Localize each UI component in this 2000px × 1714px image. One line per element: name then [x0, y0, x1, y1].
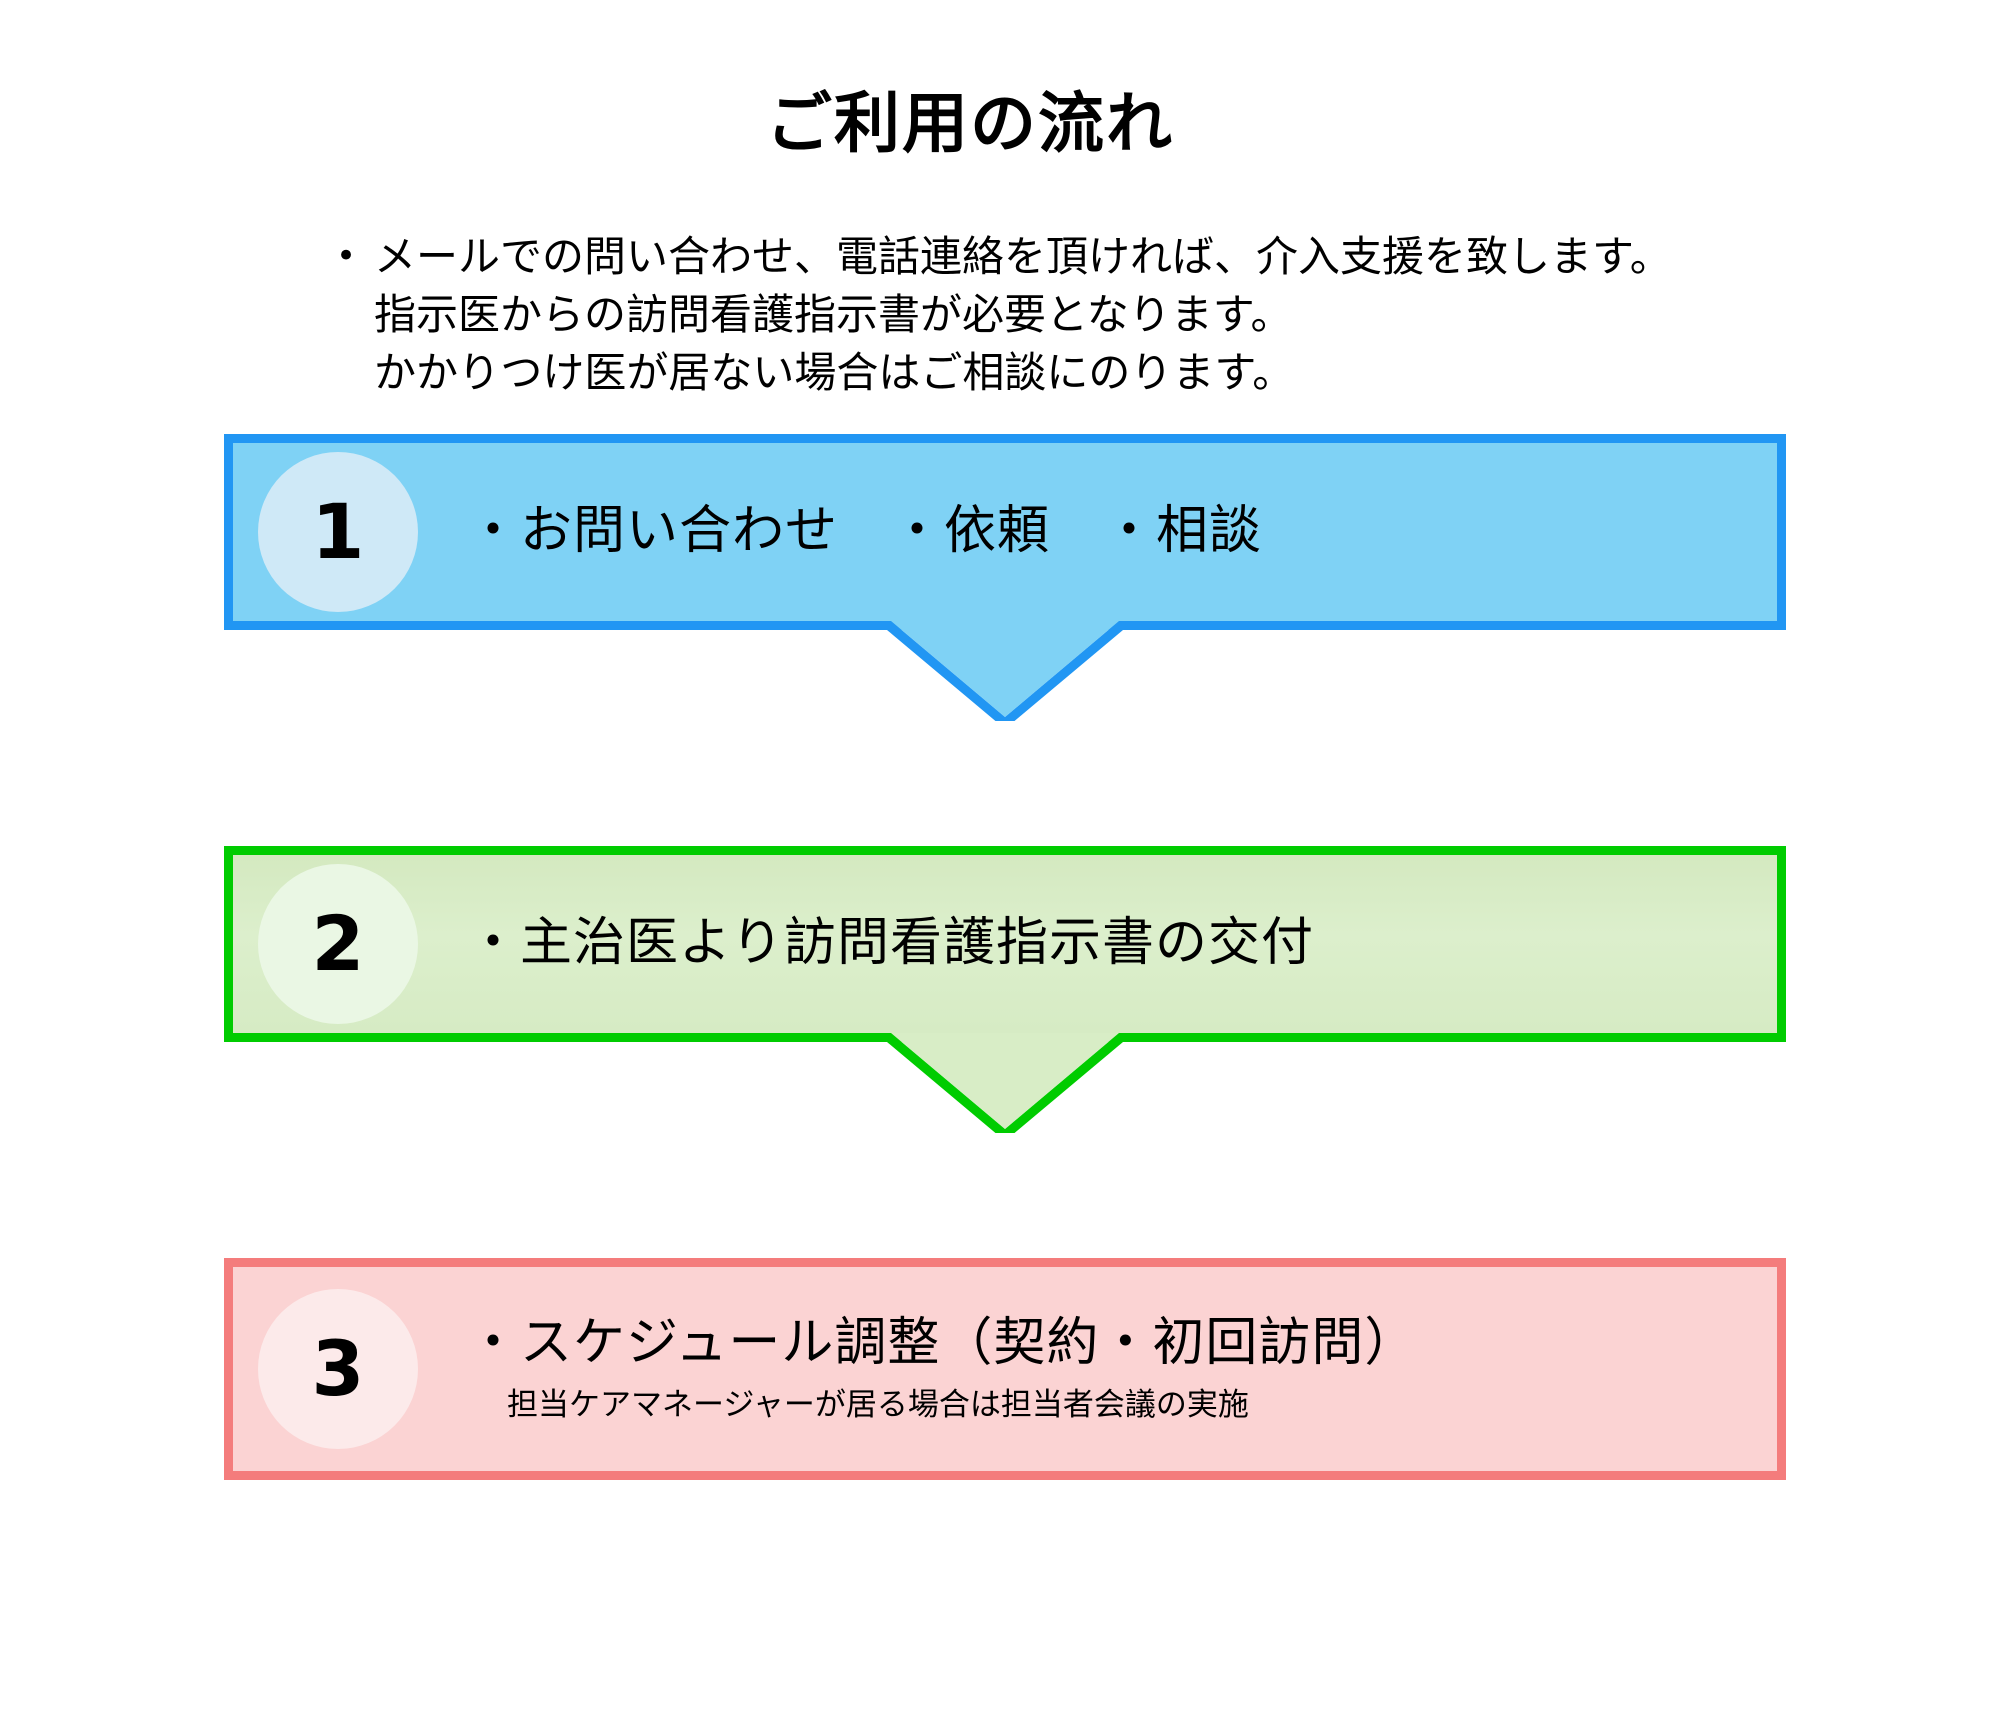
step-1-gap	[224, 710, 1786, 846]
step-3-number-badge: 3	[258, 1289, 418, 1449]
flow-step-3: 3 ・スケジュール調整（契約・初回訪問） 担当ケアマネージャーが居る場合は担当者…	[224, 1258, 1786, 1480]
flow-step-2: 2 ・主治医より訪問看護指示書の交付	[224, 846, 1786, 1258]
intro-line-1: メールでの問い合わせ、電話連絡を頂ければ、介入支援を致します。	[374, 232, 1672, 281]
intro-line-2: 指示医からの訪問看護指示書が必要となります。	[374, 290, 1293, 339]
step-2-arrow-down-icon	[224, 1033, 1786, 1133]
page-title: ご利用の流れ	[766, 85, 1174, 162]
step-1-number-wrap: 1	[233, 452, 443, 612]
intro-bullet-block: • メールでの問い合わせ、電話連絡を頂ければ、介入支援を致します。 指示医からの…	[330, 228, 1730, 402]
intro-line-3: かかりつけ医が居ない場合はご相談にのります。	[374, 348, 1295, 397]
step-3-number-wrap: 3	[233, 1289, 443, 1449]
step-3-box: 3 ・スケジュール調整（契約・初回訪問） 担当ケアマネージャーが居る場合は担当者…	[224, 1258, 1786, 1480]
step-2-body: ・主治医より訪問看護指示書の交付	[443, 913, 1777, 974]
step-2-number-badge: 2	[258, 864, 418, 1024]
intro-bullet-row: • メールでの問い合わせ、電話連絡を頂ければ、介入支援を致します。 指示医からの…	[330, 228, 1730, 402]
step-3-sub-text: 担当ケアマネージャーが居る場合は担当者会議の実施	[507, 1386, 1249, 1423]
bullet-icon: •	[336, 236, 357, 276]
step-2-box: 2 ・主治医より訪問看護指示書の交付	[224, 846, 1786, 1042]
step-1-main-text: ・お問い合わせ ・依頼 ・相談	[467, 501, 1263, 562]
step-1-arrow-down-icon	[224, 621, 1786, 721]
flow-steps: 1 ・お問い合わせ ・依頼 ・相談 2 ・主治医よ	[224, 434, 1786, 1480]
step-3-body: ・スケジュール調整（契約・初回訪問） 担当ケアマネージャーが居る場合は担当者会議…	[443, 1313, 1777, 1425]
step-2-main-text: ・主治医より訪問看護指示書の交付	[467, 913, 1314, 974]
step-1-box: 1 ・お問い合わせ ・依頼 ・相談	[224, 434, 1786, 630]
flow-step-1: 1 ・お問い合わせ ・依頼 ・相談	[224, 434, 1786, 846]
step-2-number-wrap: 2	[233, 864, 443, 1024]
step-3-main-text: ・スケジュール調整（契約・初回訪問）	[467, 1313, 1418, 1374]
step-2-gap	[224, 1122, 1786, 1258]
intro-lines: メールでの問い合わせ、電話連絡を頂ければ、介入支援を致します。 指示医からの訪問…	[374, 228, 1730, 402]
step-1-number-badge: 1	[258, 452, 418, 612]
step-1-body: ・お問い合わせ ・依頼 ・相談	[443, 501, 1777, 562]
